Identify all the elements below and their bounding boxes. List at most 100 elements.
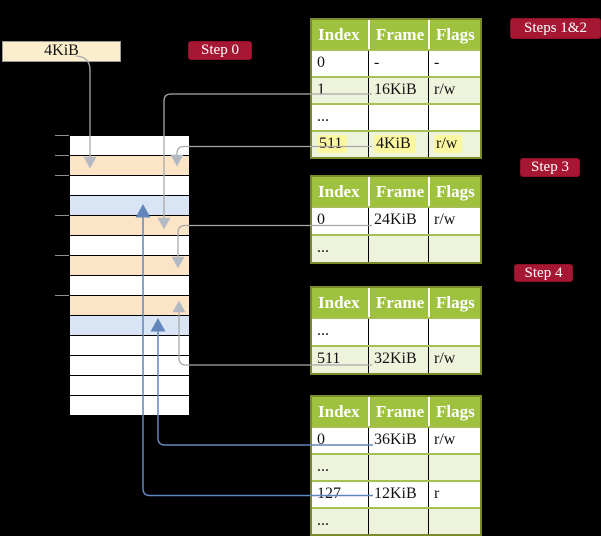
page-table-cell: r/w [428, 208, 480, 234]
cell-value: ... [317, 108, 329, 125]
cell-value: r/w [434, 350, 456, 367]
column-header-frame: Frame [368, 288, 428, 317]
column-header-flags: Flags [428, 177, 480, 206]
page-table-cell: 1 [312, 78, 368, 103]
page-table-row: ... [312, 317, 480, 345]
page-table-cell: 32KiB [368, 347, 428, 373]
address-ticks [55, 135, 69, 296]
memory-frame-pagetable [70, 296, 189, 316]
badge-step-0: Step 0 [188, 41, 252, 60]
page-table-cell [368, 105, 428, 130]
page-table-cell: 0 [312, 428, 368, 453]
memory-frame-free [70, 356, 189, 376]
frame-size-label: 4KiB [2, 41, 121, 62]
highlighted-value: r/w [434, 135, 463, 153]
page-table-cell: r/w [428, 347, 480, 373]
column-header-index: Index [318, 25, 360, 44]
memory-frame-free [70, 276, 189, 296]
cell-value: 0 [317, 431, 325, 448]
memory-frame-free [70, 336, 189, 356]
page-table-row: ... [312, 103, 480, 130]
page-table-row: ... [312, 507, 480, 534]
cell-value: r/w [434, 431, 456, 448]
cell-value: 36KiB [374, 431, 417, 448]
page-table-cell: ... [312, 455, 368, 480]
column-header-flags: Flags [428, 397, 480, 426]
page-table-cell [428, 105, 480, 130]
memory-frame-free [70, 176, 189, 196]
page-table-cell: 36KiB [368, 428, 428, 453]
memory-frame-pagetable [70, 256, 189, 276]
page-table-row: 0 - - [312, 49, 480, 76]
page-table-cell: 0 [312, 51, 368, 76]
page-table-cell [428, 236, 480, 262]
page-table-cell: 4KiB [368, 132, 428, 157]
page-table-cell: ... [312, 319, 368, 345]
page-table-cell [428, 319, 480, 345]
page-table-cell [368, 236, 428, 262]
page-table-cell: 127 [312, 482, 368, 507]
cell-value: 1 [317, 81, 325, 98]
page-table-row: 0 36KiB r/w [312, 426, 480, 453]
physical-memory-column [69, 135, 190, 416]
memory-frame-free [70, 376, 189, 396]
page-table-cell: ... [312, 105, 368, 130]
column-header-flags: Flags [428, 288, 480, 317]
memory-frame-pagetable [70, 156, 189, 176]
page-table-cell: ... [312, 236, 368, 262]
page-table-cell: 16KiB [368, 78, 428, 103]
cell-value: 32KiB [374, 350, 417, 367]
page-table-cell: - [368, 51, 428, 76]
highlighted-value: 511 [317, 135, 348, 153]
memory-frame-free [70, 136, 189, 156]
column-header-frame: Frame [368, 20, 428, 49]
column-header-flags: Flags [428, 20, 480, 49]
cell-value: ... [317, 458, 329, 475]
page-table-cell: r/w [428, 78, 480, 103]
memory-frame-free [70, 236, 189, 256]
page-table-cell [368, 509, 428, 534]
cell-value: ... [317, 239, 329, 256]
page-table-cell: r/w [428, 428, 480, 453]
page-table-row: ... [312, 453, 480, 480]
page-table-cell [368, 455, 428, 480]
cell-value: 127 [317, 485, 341, 502]
badge-steps-1-2: Steps 1&2 [510, 18, 601, 39]
badge-step-3: Step 3 [520, 158, 580, 177]
cell-value: r/w [434, 81, 456, 98]
page-table-row: 1 16KiB r/w [312, 76, 480, 103]
cell-value: ... [317, 512, 329, 529]
page-table-cell [368, 319, 428, 345]
page-table-row: 511 4KiB r/w [312, 130, 480, 157]
page-table-cell: r [428, 482, 480, 507]
cell-value: r/w [434, 211, 456, 228]
highlighted-value: 4KiB [374, 135, 416, 153]
cell-value: - [434, 54, 440, 71]
page-table-cell: 12KiB [368, 482, 428, 507]
cell-value: ... [317, 322, 329, 339]
page-table-cell: 511 [312, 132, 368, 157]
cell-value: 0 [317, 54, 325, 71]
cell-value: 12KiB [374, 485, 417, 502]
column-header-index: Index [318, 182, 360, 201]
column-header-frame: Frame [368, 177, 428, 206]
page-table-cell: - [428, 51, 480, 76]
cell-value: 24KiB [374, 211, 417, 228]
cell-value: - [374, 54, 380, 71]
memory-frame-pagetable [70, 216, 189, 236]
page-table-cell [428, 509, 480, 534]
page-table-cell [428, 455, 480, 480]
column-header-index: Index [318, 402, 360, 421]
memory-frame-page [70, 316, 189, 336]
page-table-row: 127 12KiB r [312, 480, 480, 507]
column-header-index: Index [318, 293, 360, 312]
memory-frame-page [70, 196, 189, 216]
